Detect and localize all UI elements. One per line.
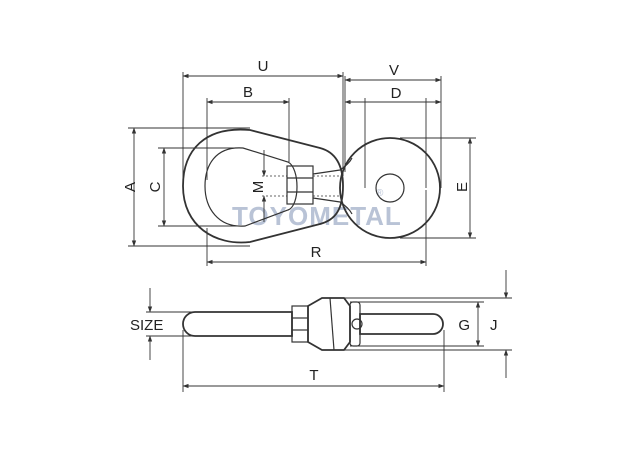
size-label: SIZE [130,317,163,334]
neck-upper [312,157,353,175]
side-body-edge [329,297,335,351]
neck-lower [312,197,353,215]
watermark-text: TOYOMETAL [232,201,402,231]
swivel-ring-outer [339,137,441,239]
brand-watermark: TOYOMETAL ® [232,188,402,231]
v-label: V [389,62,399,79]
e-label: E [454,182,471,192]
inner-eye-outline [204,147,298,227]
d-label: D [391,85,402,102]
side-dimensions: SIZE T G J [130,270,512,392]
swivel-side-view [182,297,444,351]
swivel-ring-hole [375,173,405,203]
side-hex-nut [291,305,309,343]
m-label: M [250,181,267,194]
j-label: J [490,317,498,334]
b-label: B [243,84,253,101]
swivel-top-view [182,128,441,244]
g-label: G [458,317,470,334]
a-label: A [122,182,139,192]
top-dimensions: U B V D A C M E [122,58,476,266]
r-label: R [311,244,322,261]
u-label: U [258,58,269,75]
t-label: T [309,367,318,384]
side-pin [351,318,363,330]
side-eye-bar-right [359,313,444,335]
hex-nut [286,165,314,205]
registered-mark: ® [376,188,384,199]
outer-eye-outline [182,128,344,244]
side-eye-bar-left [182,311,293,337]
side-body [307,297,351,351]
c-label: C [147,181,164,192]
